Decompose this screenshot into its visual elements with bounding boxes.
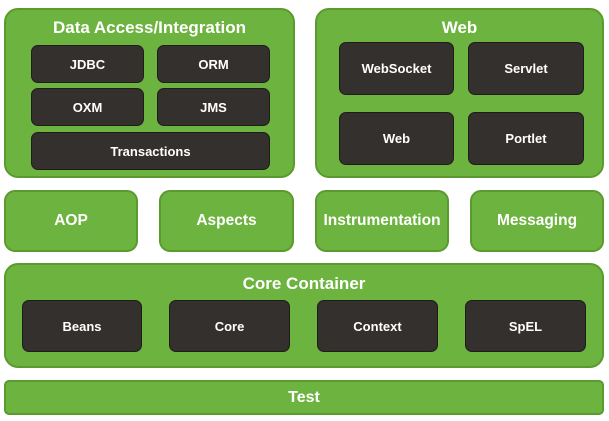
orm-module: ORM bbox=[157, 45, 270, 83]
jms-module: JMS bbox=[157, 88, 270, 126]
aop-module: AOP bbox=[4, 190, 138, 252]
servlet-module: Servlet bbox=[468, 42, 584, 95]
portlet-module: Portlet bbox=[468, 112, 584, 165]
aspects-module: Aspects bbox=[159, 190, 294, 252]
web-title: Web bbox=[441, 18, 478, 37]
data-access-integration-title: Data Access/Integration bbox=[52, 18, 247, 37]
messaging-module: Messaging bbox=[470, 190, 604, 252]
transactions-module: Transactions bbox=[31, 132, 270, 170]
spel-module: SpEL bbox=[465, 300, 586, 352]
jdbc-module: JDBC bbox=[31, 45, 144, 83]
data-access-integration-group: Data Access/Integration JDBC ORM OXM JMS… bbox=[4, 8, 295, 178]
beans-module: Beans bbox=[22, 300, 142, 352]
core-container-group: Core Container Beans Core Context SpEL bbox=[4, 263, 604, 368]
context-module: Context bbox=[317, 300, 438, 352]
core-container-title: Core Container bbox=[242, 274, 366, 293]
oxm-module: OXM bbox=[31, 88, 144, 126]
web-group: Web WebSocket Servlet Web Portlet bbox=[315, 8, 604, 178]
core-module: Core bbox=[169, 300, 290, 352]
websocket-module: WebSocket bbox=[339, 42, 454, 95]
test-module: Test bbox=[4, 380, 604, 415]
instrumentation-module: Instrumentation bbox=[315, 190, 449, 252]
web-module: Web bbox=[339, 112, 454, 165]
